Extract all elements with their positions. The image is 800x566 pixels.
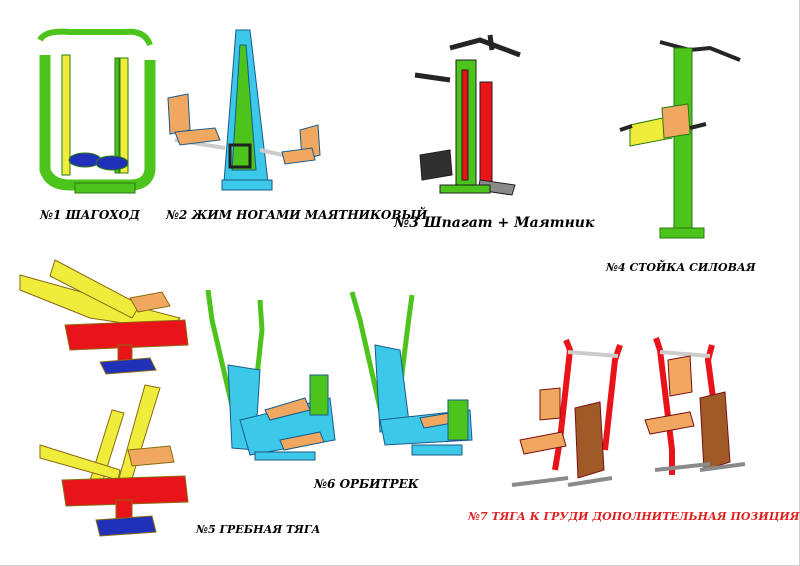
caption-orbitrek: №6 ОРБИТРЕК [314,477,419,491]
rowing-illustration-top [19,259,189,375]
caption-walker: №1 ШАГОХОД [40,208,140,222]
orbitrek-illustration-left [205,289,336,461]
caption-power-rack: №4 СТОЙКА СИЛОВАЯ [606,261,756,274]
chest-pull-illustration-right [644,337,746,475]
leg-press-illustration [167,29,321,191]
caption-rowing: №5 ГРЕБНАЯ ТЯГА [196,523,321,536]
chest-pull-illustration-left [511,338,623,487]
caption-chest-pull: №7 ТЯГА К ГРУДИ ДОПОЛНИТЕЛЬНАЯ ПОЗИЦИЯ [468,510,800,523]
split-pendulum-illustration [414,34,521,196]
walker-illustration [37,28,156,194]
caption-leg-press: №2 ЖИМ НОГАМИ МАЯТНИКОВЫЙ [166,208,428,222]
orbitrek-illustration-right [349,291,473,456]
rowing-illustration-bottom [39,384,189,537]
caption-split-pendulum: №3 Шпагат + Маятник [394,215,595,231]
power-rack-illustration [619,40,741,239]
